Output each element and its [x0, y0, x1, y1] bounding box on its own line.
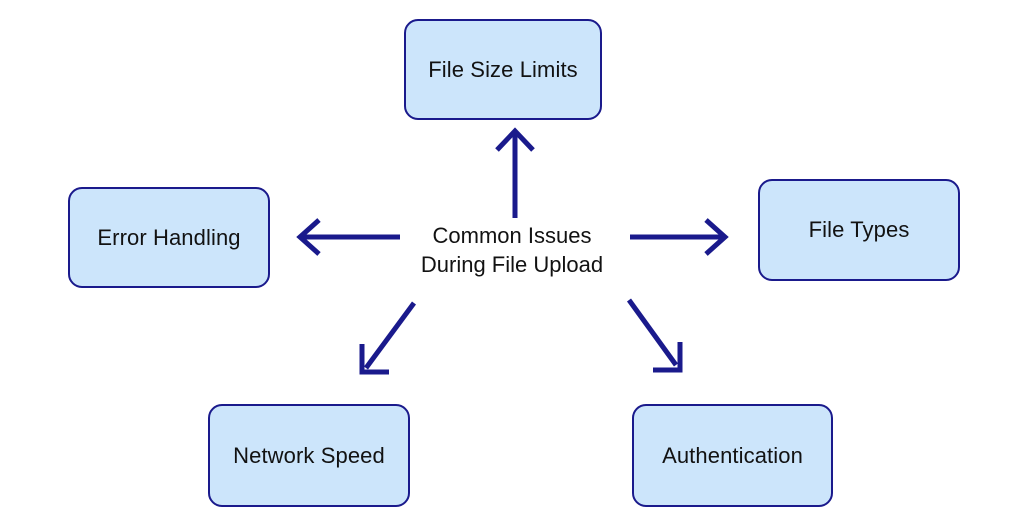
- edge-center-to-file-size-limits: [495, 127, 535, 218]
- central-topic-line-2: During File Upload: [420, 251, 604, 277]
- node-file-size-limits[interactable]: File Size Limits: [404, 19, 602, 120]
- central-topic-line-1: Common Issues: [432, 223, 592, 248]
- edge-center-to-authentication: [626, 298, 683, 373]
- edge-center-to-error-handling: [296, 218, 400, 256]
- node-network-speed[interactable]: Network Speed: [208, 404, 410, 507]
- node-label-file-types: File Types: [808, 217, 910, 243]
- node-authentication[interactable]: Authentication: [632, 404, 833, 507]
- central-topic: Common Issues During File Upload: [392, 222, 632, 279]
- node-label-network-speed: Network Speed: [233, 442, 385, 468]
- node-label-file-size-limits: File Size Limits: [428, 56, 578, 82]
- node-label-error-handling: Error Handling: [97, 224, 241, 250]
- edge-center-to-network-speed: [359, 301, 417, 375]
- node-error-handling[interactable]: Error Handling: [68, 187, 270, 288]
- node-label-authentication: Authentication: [662, 442, 803, 468]
- edge-center-to-file-types: [630, 218, 729, 256]
- node-file-types[interactable]: File Types: [758, 179, 960, 281]
